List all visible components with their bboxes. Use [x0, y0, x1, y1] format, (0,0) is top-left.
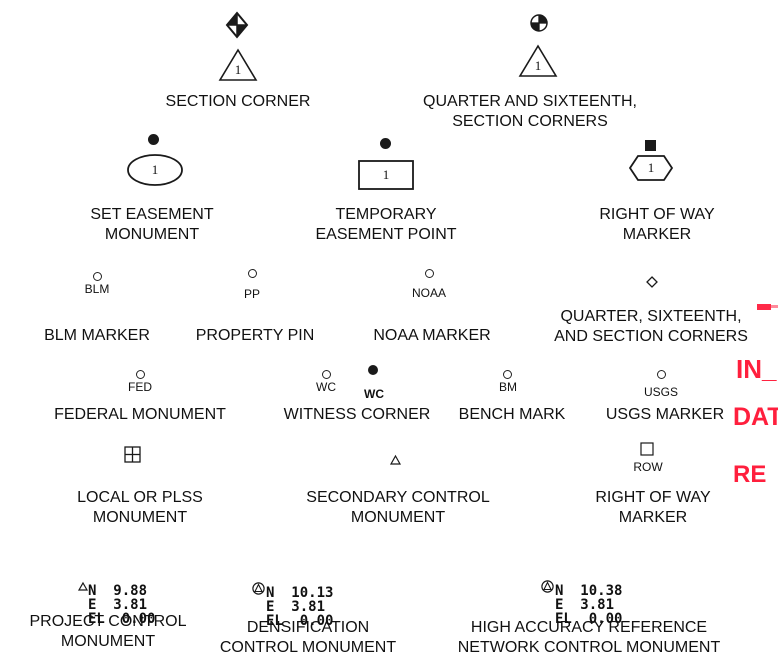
usgs-code: USGS — [643, 385, 678, 399]
row-marker-top-number: 1 — [647, 160, 655, 175]
row-marker-bottom-label: RIGHT OF WAY MARKER — [595, 489, 711, 526]
cutoff-text-line-1: IN_ — [736, 354, 777, 384]
filled-square-icon — [645, 140, 656, 151]
cutoff-text-line-2: DAT — [733, 403, 778, 431]
hexagon-icon — [628, 155, 674, 181]
property-pin-label: PROPERTY PIN — [195, 327, 315, 344]
cutoff-text-line-3: RE — [733, 461, 767, 488]
bench-mark-label: BENCH MARK — [458, 406, 566, 423]
blm-label: BLM MARKER — [44, 327, 150, 344]
quartered-circle-icon — [530, 14, 548, 32]
small-triangle-icon — [389, 454, 402, 465]
secondary-control-label: SECONDARY CONTROL MONUMENT — [306, 489, 490, 526]
open-square-icon — [640, 442, 654, 456]
quarter-sixteenth-label: QUARTER AND SIXTEENTH, SECTION CORNERS — [423, 93, 637, 130]
open-circle-icon — [136, 370, 145, 379]
witness-code-open: WC — [316, 380, 336, 394]
harn-coords: N 10.38 E 3.81 EL 0.00 — [555, 583, 623, 627]
open-circle-icon — [657, 370, 666, 379]
densification-label: DENSIFICATION CONTROL MONUMENT — [219, 619, 397, 656]
quarter-sixteenth-number: 1 — [534, 58, 542, 73]
witness-corner-label: WITNESS CORNER — [283, 406, 431, 423]
filled-dot-icon — [380, 138, 391, 149]
densification-coords: N 10.13 E 3.81 EL 0.00 — [266, 585, 334, 629]
numbered-triangle-icon — [218, 48, 258, 81]
federal-code: FED — [128, 380, 152, 394]
usgs-label: USGS MARKER — [605, 406, 725, 423]
temporary-easement-number: 1 — [382, 167, 390, 182]
open-circle-icon — [322, 370, 331, 379]
property-pin-code: PP — [243, 287, 260, 301]
project-control-coords: N 9.88 E 3.81 EL 0.00 — [88, 583, 156, 627]
row-marker-top-label: RIGHT OF WAY MARKER — [599, 206, 715, 243]
red-flag-mark — [757, 304, 778, 310]
numbered-triangle-icon — [518, 44, 558, 77]
harn-label: HIGH ACCURACY REFERENCE NETWORK CONTROL … — [457, 619, 721, 656]
project-control-label: PROJECT CONTROL MONUMENT — [29, 613, 187, 650]
diamond-quartered-icon — [225, 11, 249, 39]
triangle-in-circle-icon — [541, 580, 554, 593]
ellipse-icon — [127, 154, 183, 186]
set-easement-number: 1 — [151, 162, 159, 177]
federal-label: FEDERAL MONUMENT — [54, 406, 226, 423]
blm-code: BLM — [84, 282, 110, 296]
open-circle-icon — [503, 370, 512, 379]
square-grid-icon — [124, 446, 141, 463]
triangle-in-circle-icon — [252, 582, 265, 595]
small-triangle-icon — [77, 581, 89, 591]
section-corner-number: 1 — [234, 62, 242, 77]
witness-code-filled: WC — [364, 387, 384, 401]
noaa-label: NOAA MARKER — [373, 327, 491, 344]
bench-mark-code: BM — [499, 380, 517, 394]
qss-corners-label: QUARTER, SIXTEENTH, AND SECTION CORNERS — [554, 308, 748, 345]
set-easement-label: SET EASEMENT MONUMENT — [90, 206, 214, 243]
open-circle-icon — [248, 269, 257, 278]
row-marker-bottom-code: ROW — [633, 460, 663, 474]
open-diamond-icon — [646, 276, 658, 288]
open-circle-icon — [425, 269, 434, 278]
filled-dot-icon — [368, 365, 378, 375]
filled-dot-icon — [148, 134, 159, 145]
rectangle-icon — [358, 160, 414, 190]
local-plss-label: LOCAL OR PLSS MONUMENT — [77, 489, 203, 526]
temporary-easement-label: TEMPORARY EASEMENT POINT — [315, 206, 457, 243]
open-circle-icon — [93, 272, 102, 281]
noaa-code: NOAA — [411, 286, 446, 300]
section-corner-label: SECTION CORNER — [165, 93, 311, 110]
